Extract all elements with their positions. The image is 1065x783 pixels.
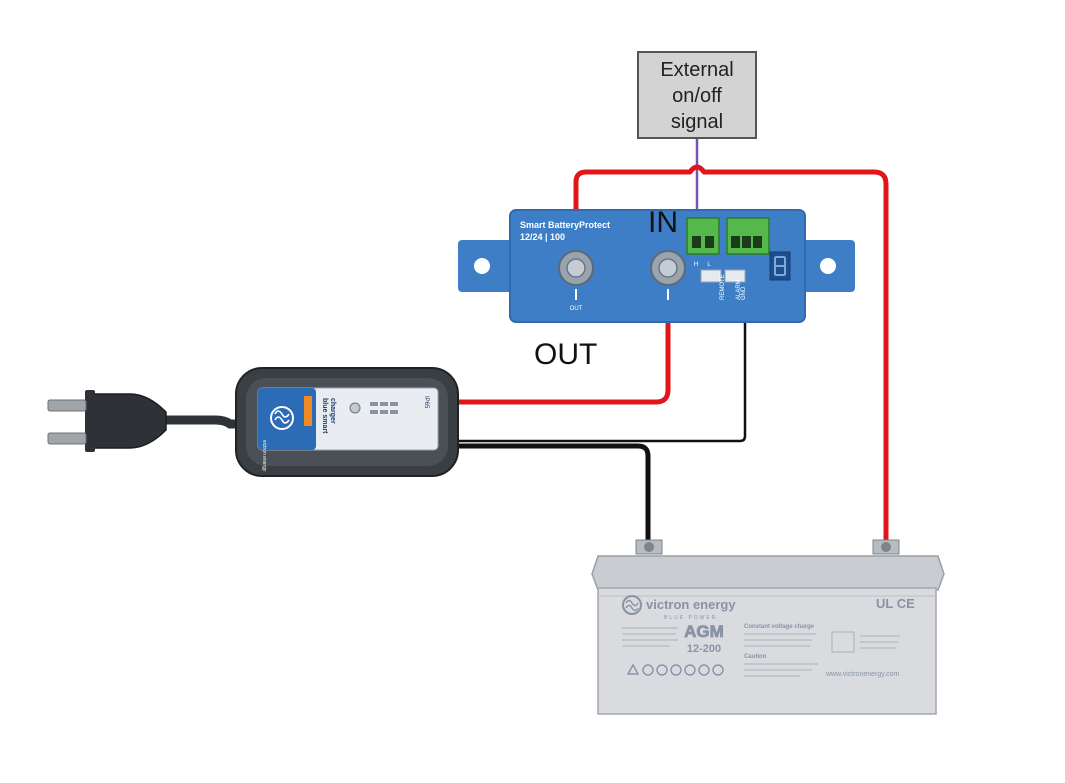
battery-brand: victron energy xyxy=(646,597,736,612)
seven-segment-display xyxy=(769,251,791,281)
smart-battery-protect: Smart BatteryProtect 12/24 | 100 OUT H L xyxy=(458,209,855,323)
battery-cert-marks: UL CE xyxy=(876,596,915,611)
red-wire-charger-to-in xyxy=(455,270,671,405)
battery-recycle-text xyxy=(860,635,900,649)
charger-model-line1: blue smart xyxy=(321,398,328,434)
battery-section-charge: Constant voltage charge xyxy=(744,624,815,630)
remote-h-label: H xyxy=(694,262,698,268)
in-label: IN xyxy=(648,206,678,239)
gnd-wire xyxy=(455,250,747,443)
remote-pin-header xyxy=(700,269,722,283)
external-box-line1: External xyxy=(660,59,733,81)
battery-positive-terminal xyxy=(872,539,900,555)
battery-brand-logo-icon xyxy=(622,595,642,615)
plug-prong-bottom xyxy=(47,432,87,445)
charger-logo-icon xyxy=(270,406,294,430)
charger-status-leds xyxy=(370,402,398,414)
remote-terminal-block: H L xyxy=(686,217,720,268)
out-label: OUT xyxy=(534,338,597,371)
battery-recycle-box xyxy=(831,631,855,653)
battery-tagline: BLUE POWER xyxy=(664,615,717,621)
battery-model: 12-200 xyxy=(687,643,721,655)
charger-brand: victron energy xyxy=(261,440,267,472)
charger-ip-badge: IP65 xyxy=(423,396,429,409)
gnd-vertical-label: GND xyxy=(741,286,747,300)
remote-l-label: L xyxy=(707,262,711,268)
out-terminal: OUT xyxy=(558,250,594,312)
black-wire-charger-to-battery xyxy=(455,443,651,545)
protect-subtitle: 12/24 | 100 xyxy=(520,232,565,242)
alarm-pin-header xyxy=(724,269,746,283)
mounting-hole-left xyxy=(474,258,490,274)
alarm-vertical-label: ALARM xyxy=(736,279,742,300)
mounting-hole-right xyxy=(820,258,836,274)
battery-website: www.victronenergy.com xyxy=(825,671,900,678)
agm-battery: victron energy BLUE POWER AGM 12-200 Con… xyxy=(591,539,945,715)
protect-title: Smart BatteryProtect xyxy=(520,220,610,230)
battery-section-caution: Caution xyxy=(744,654,767,660)
charger-badge xyxy=(304,396,312,426)
blue-smart-charger: victron energy blue smart charger IP65 xyxy=(235,367,459,477)
out-terminal-label: OUT xyxy=(570,306,583,312)
red-wire-out-to-battery xyxy=(573,164,889,545)
external-signal-box: External on/off signal xyxy=(637,51,757,139)
charger-mode-button xyxy=(349,402,361,414)
battery-small-print xyxy=(622,627,818,677)
in-terminal xyxy=(650,250,686,300)
battery-negative-terminal xyxy=(635,539,663,555)
plug-prong-top xyxy=(47,399,87,412)
external-box-line2: on/off xyxy=(672,85,722,107)
battery-type: AGM xyxy=(684,622,724,641)
battery-warning-icons xyxy=(626,663,724,676)
mains-plug xyxy=(47,390,250,452)
external-box-line3: signal xyxy=(671,111,723,133)
alarm-terminal-block xyxy=(726,217,770,255)
charger-model-line2: charger xyxy=(329,398,336,424)
remote-vertical-label: REMOTE xyxy=(720,274,726,300)
